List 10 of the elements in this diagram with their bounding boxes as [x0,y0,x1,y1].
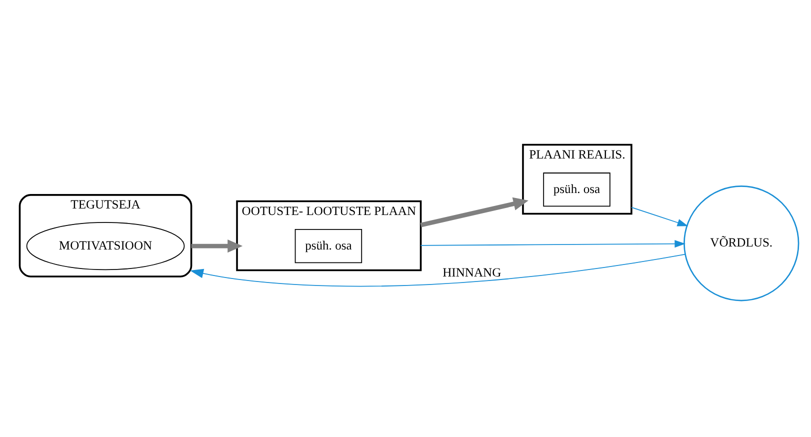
arrow [420,240,686,248]
node-box: psüh. osa [543,172,610,206]
arrow [420,196,528,227]
arrow [190,253,686,286]
node-ellipse: MOTIVATSIOON [26,222,185,270]
edge-label: HINNANG [442,265,502,280]
node-box: psüh. osa [294,228,362,263]
arrow [631,206,688,226]
arrow [191,238,243,252]
node-circle: VÕRDLUS. [684,185,800,301]
